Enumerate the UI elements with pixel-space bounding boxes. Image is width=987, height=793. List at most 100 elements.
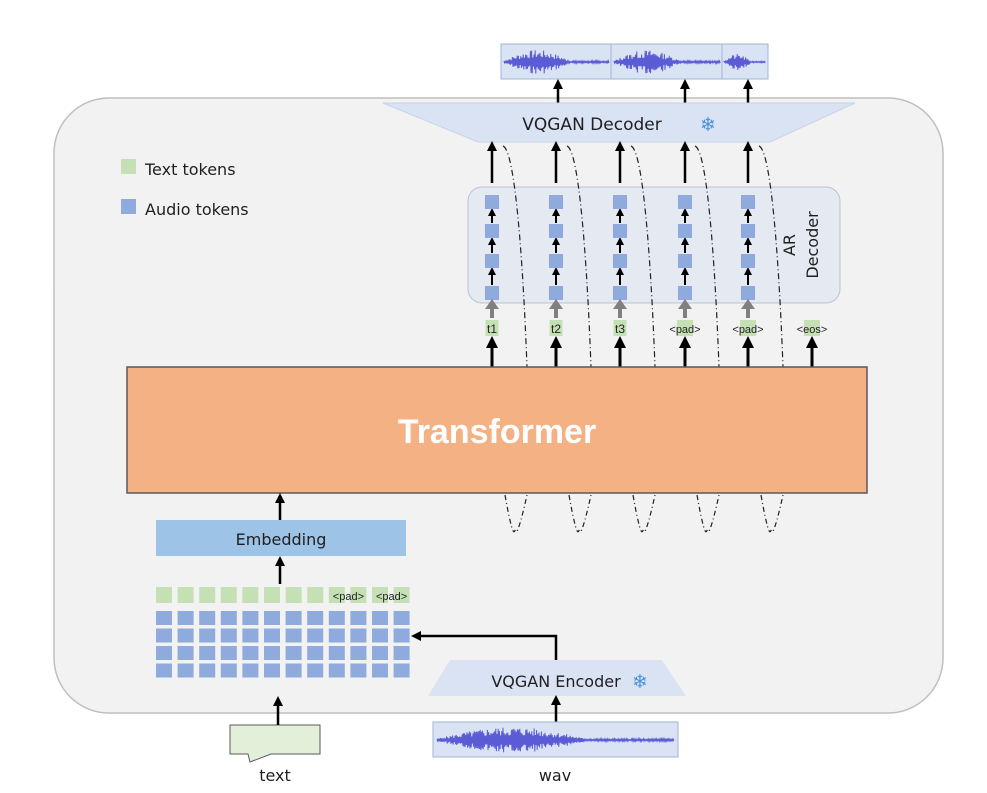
ar-audio-token [678,254,692,268]
audio-token [285,646,302,660]
loop-line [566,145,592,368]
audio-token [264,611,280,625]
ar-audio-token [741,195,755,209]
waveform-path [503,50,766,74]
audio-token [242,646,259,660]
output-token-label: t3 [615,322,625,336]
audio-token [372,628,388,643]
vqgan-decoder-shape [382,102,856,143]
ar-audio-token [549,286,563,300]
audio-token [156,646,172,660]
wav-label: wav [539,766,571,785]
arrow-head [613,299,627,309]
audio-token [220,611,237,625]
pad-token-bg [372,587,388,603]
audio-token [350,663,367,678]
pad-token-bg [350,587,367,603]
text-token [156,587,172,603]
legend-item-text-tokens: Text tokens [121,159,236,179]
encoder-to-grid-arrow [411,631,558,660]
loop-line [696,494,720,533]
audio-token [242,663,259,678]
output-waveform [500,43,769,80]
audio-token [199,663,216,678]
audio-token [393,646,410,660]
legend-swatch-audio [121,199,136,214]
legend-label-audio: Audio tokens [145,200,249,219]
audio-token [350,611,367,625]
ar-audio-token [613,254,627,268]
loop-line [632,494,656,533]
output-token-label: <pad> [669,324,700,336]
output-token-label: t2 [551,322,561,336]
arrow-head [678,299,692,309]
embedding-block [156,520,406,556]
ar-audio-token [549,195,563,209]
arrow-head [549,299,563,309]
audio-token [328,628,345,643]
audio-token [307,663,324,678]
loop-line [760,494,784,533]
audio-token [156,611,172,625]
audio-token [372,663,388,678]
output-token-bg [613,320,627,336]
ar-audio-token [678,224,692,238]
ar-audio-token [613,286,627,300]
audio-token [156,628,172,643]
ar-audio-token [485,195,499,209]
input-waveform: wav [432,721,679,785]
ar-audio-token [741,254,755,268]
output-token-bg [740,320,756,336]
output-token-bg [549,320,563,336]
ar-audio-token [613,224,627,238]
audio-token [156,663,172,678]
ar-audio-token [678,286,692,300]
vqgan-encoder-shape [428,660,686,696]
audio-token [199,611,216,625]
audio-token [372,646,388,660]
waveform-path [436,727,675,753]
text-token [264,587,280,603]
ar-audio-token [741,286,755,300]
audio-token [242,611,259,625]
audio-token [285,663,302,678]
audio-token [220,663,237,678]
loop-line [568,494,592,533]
loop-line [630,145,656,368]
audio-token [393,663,410,678]
legend-swatch-text [121,159,136,174]
text-input: text [229,724,321,785]
ar-audio-token [613,195,627,209]
text-label: text [259,766,291,785]
ar-audio-token [549,224,563,238]
audio-token [328,646,345,660]
legend: Text tokens Audio tokens [121,159,249,219]
audio-token [285,611,302,625]
audio-token [264,663,280,678]
pad-token-label: <pad> [333,591,364,603]
loop-line [694,145,720,368]
audio-token [177,646,194,660]
audio-token [220,628,237,643]
arrow-head [485,299,499,309]
audio-token [307,628,324,643]
output-token-label: t1 [487,322,497,336]
audio-token [177,663,194,678]
output-token-label: <pad> [732,324,763,336]
arrow-head [741,299,755,309]
audio-token [393,628,410,643]
ar-audio-token [485,254,499,268]
pad-token-label: <pad> [376,591,407,603]
legend-item-audio-tokens: Audio tokens [121,199,249,219]
autoregressive-loops [502,145,784,533]
text-callout-shape [229,724,321,763]
audio-token [393,611,410,625]
output-token-bg [804,320,820,336]
audio-token [307,646,324,660]
output-token-bg [677,320,693,336]
audio-token [307,611,324,625]
vqgan-decoder-label: VQGAN Decoder [522,115,661,135]
loop-line [504,494,528,533]
vqgan-decoder: VQGAN Decoder ❄ [382,102,856,143]
